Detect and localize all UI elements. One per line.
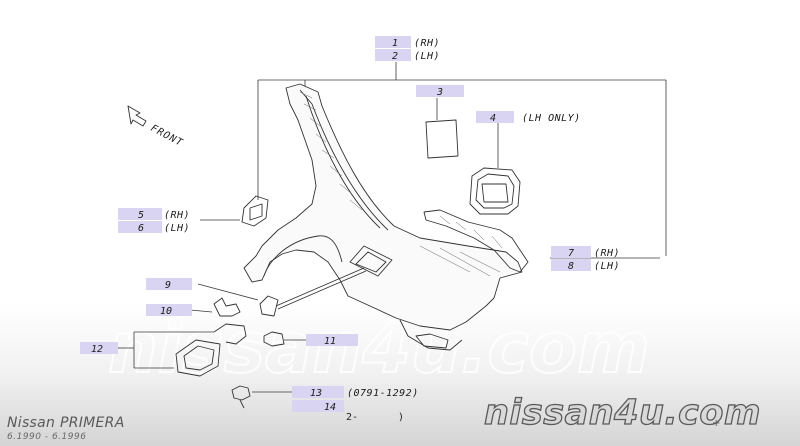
- callout-12: 12: [80, 342, 118, 355]
- svg-text:9: 9: [165, 280, 171, 291]
- svg-text:10: 10: [160, 306, 172, 317]
- svg-text:4: 4: [490, 113, 496, 124]
- quarter-panel-part: [243, 83, 523, 351]
- svg-text:7: 7: [568, 248, 574, 259]
- patch-part: [425, 98, 459, 159]
- svg-text:(RH): (RH): [164, 210, 190, 221]
- svg-text:(LH): (LH): [414, 51, 440, 62]
- site-logo: nissan4u.com: [483, 392, 761, 433]
- fuel-lid-part: [118, 323, 247, 377]
- model-name: Nissan PRIMERA: [7, 415, 125, 431]
- callout-14: 14: [292, 400, 344, 413]
- svg-text:(0791-1292): (0791-1292): [347, 388, 419, 399]
- svg-text:12: 12: [91, 344, 103, 355]
- svg-text:(RH): (RH): [594, 248, 620, 259]
- svg-text:(LH): (LH): [164, 223, 190, 234]
- svg-text:(LH ONLY): (LH ONLY): [522, 113, 581, 124]
- callout-13: 13 (0791-1292): [292, 386, 419, 399]
- page-reference-close: ): [398, 412, 405, 423]
- callout-4: 4 (LH ONLY): [476, 111, 581, 124]
- callout-7: 7 (RH): [551, 246, 620, 259]
- bracket-part: [200, 195, 269, 227]
- page-reference: 2-: [346, 412, 359, 423]
- front-label: FRONT: [149, 123, 185, 149]
- front-arrow-icon: [127, 105, 147, 127]
- svg-text:(LH): (LH): [594, 261, 620, 272]
- svg-text:14: 14: [324, 402, 336, 413]
- cable-part: [197, 267, 367, 317]
- callout-8: 8 (LH): [551, 259, 620, 272]
- callout-3: 3: [416, 85, 464, 98]
- callout-2: 2 (LH): [375, 49, 440, 62]
- svg-text:3: 3: [436, 87, 443, 98]
- clip-part: [189, 297, 241, 317]
- svg-text:13: 13: [310, 388, 322, 399]
- svg-text:1: 1: [392, 38, 398, 49]
- screw-part: [231, 385, 292, 409]
- callout-6: 6 (LH): [118, 221, 190, 234]
- callout-1: 1 (RH): [375, 36, 440, 49]
- callout-5: 5 (RH): [118, 208, 190, 221]
- filler-housing-part: [469, 118, 521, 215]
- svg-text:11: 11: [324, 336, 336, 347]
- watermark-text: nissan4u.com: [108, 307, 650, 389]
- svg-text:5: 5: [138, 210, 144, 221]
- svg-text:8: 8: [568, 261, 574, 272]
- corner-mark-icon: +: [712, 418, 721, 429]
- svg-text:6: 6: [138, 223, 144, 234]
- svg-text:(RH): (RH): [414, 38, 440, 49]
- callout-9: 9: [146, 278, 192, 291]
- callout-10: 10: [146, 304, 192, 317]
- bracket-frame-top: [257, 62, 667, 256]
- svg-text:2: 2: [392, 51, 398, 62]
- model-years: 6.1990 - 6.1996: [7, 432, 87, 442]
- callout-11: 11: [306, 334, 358, 347]
